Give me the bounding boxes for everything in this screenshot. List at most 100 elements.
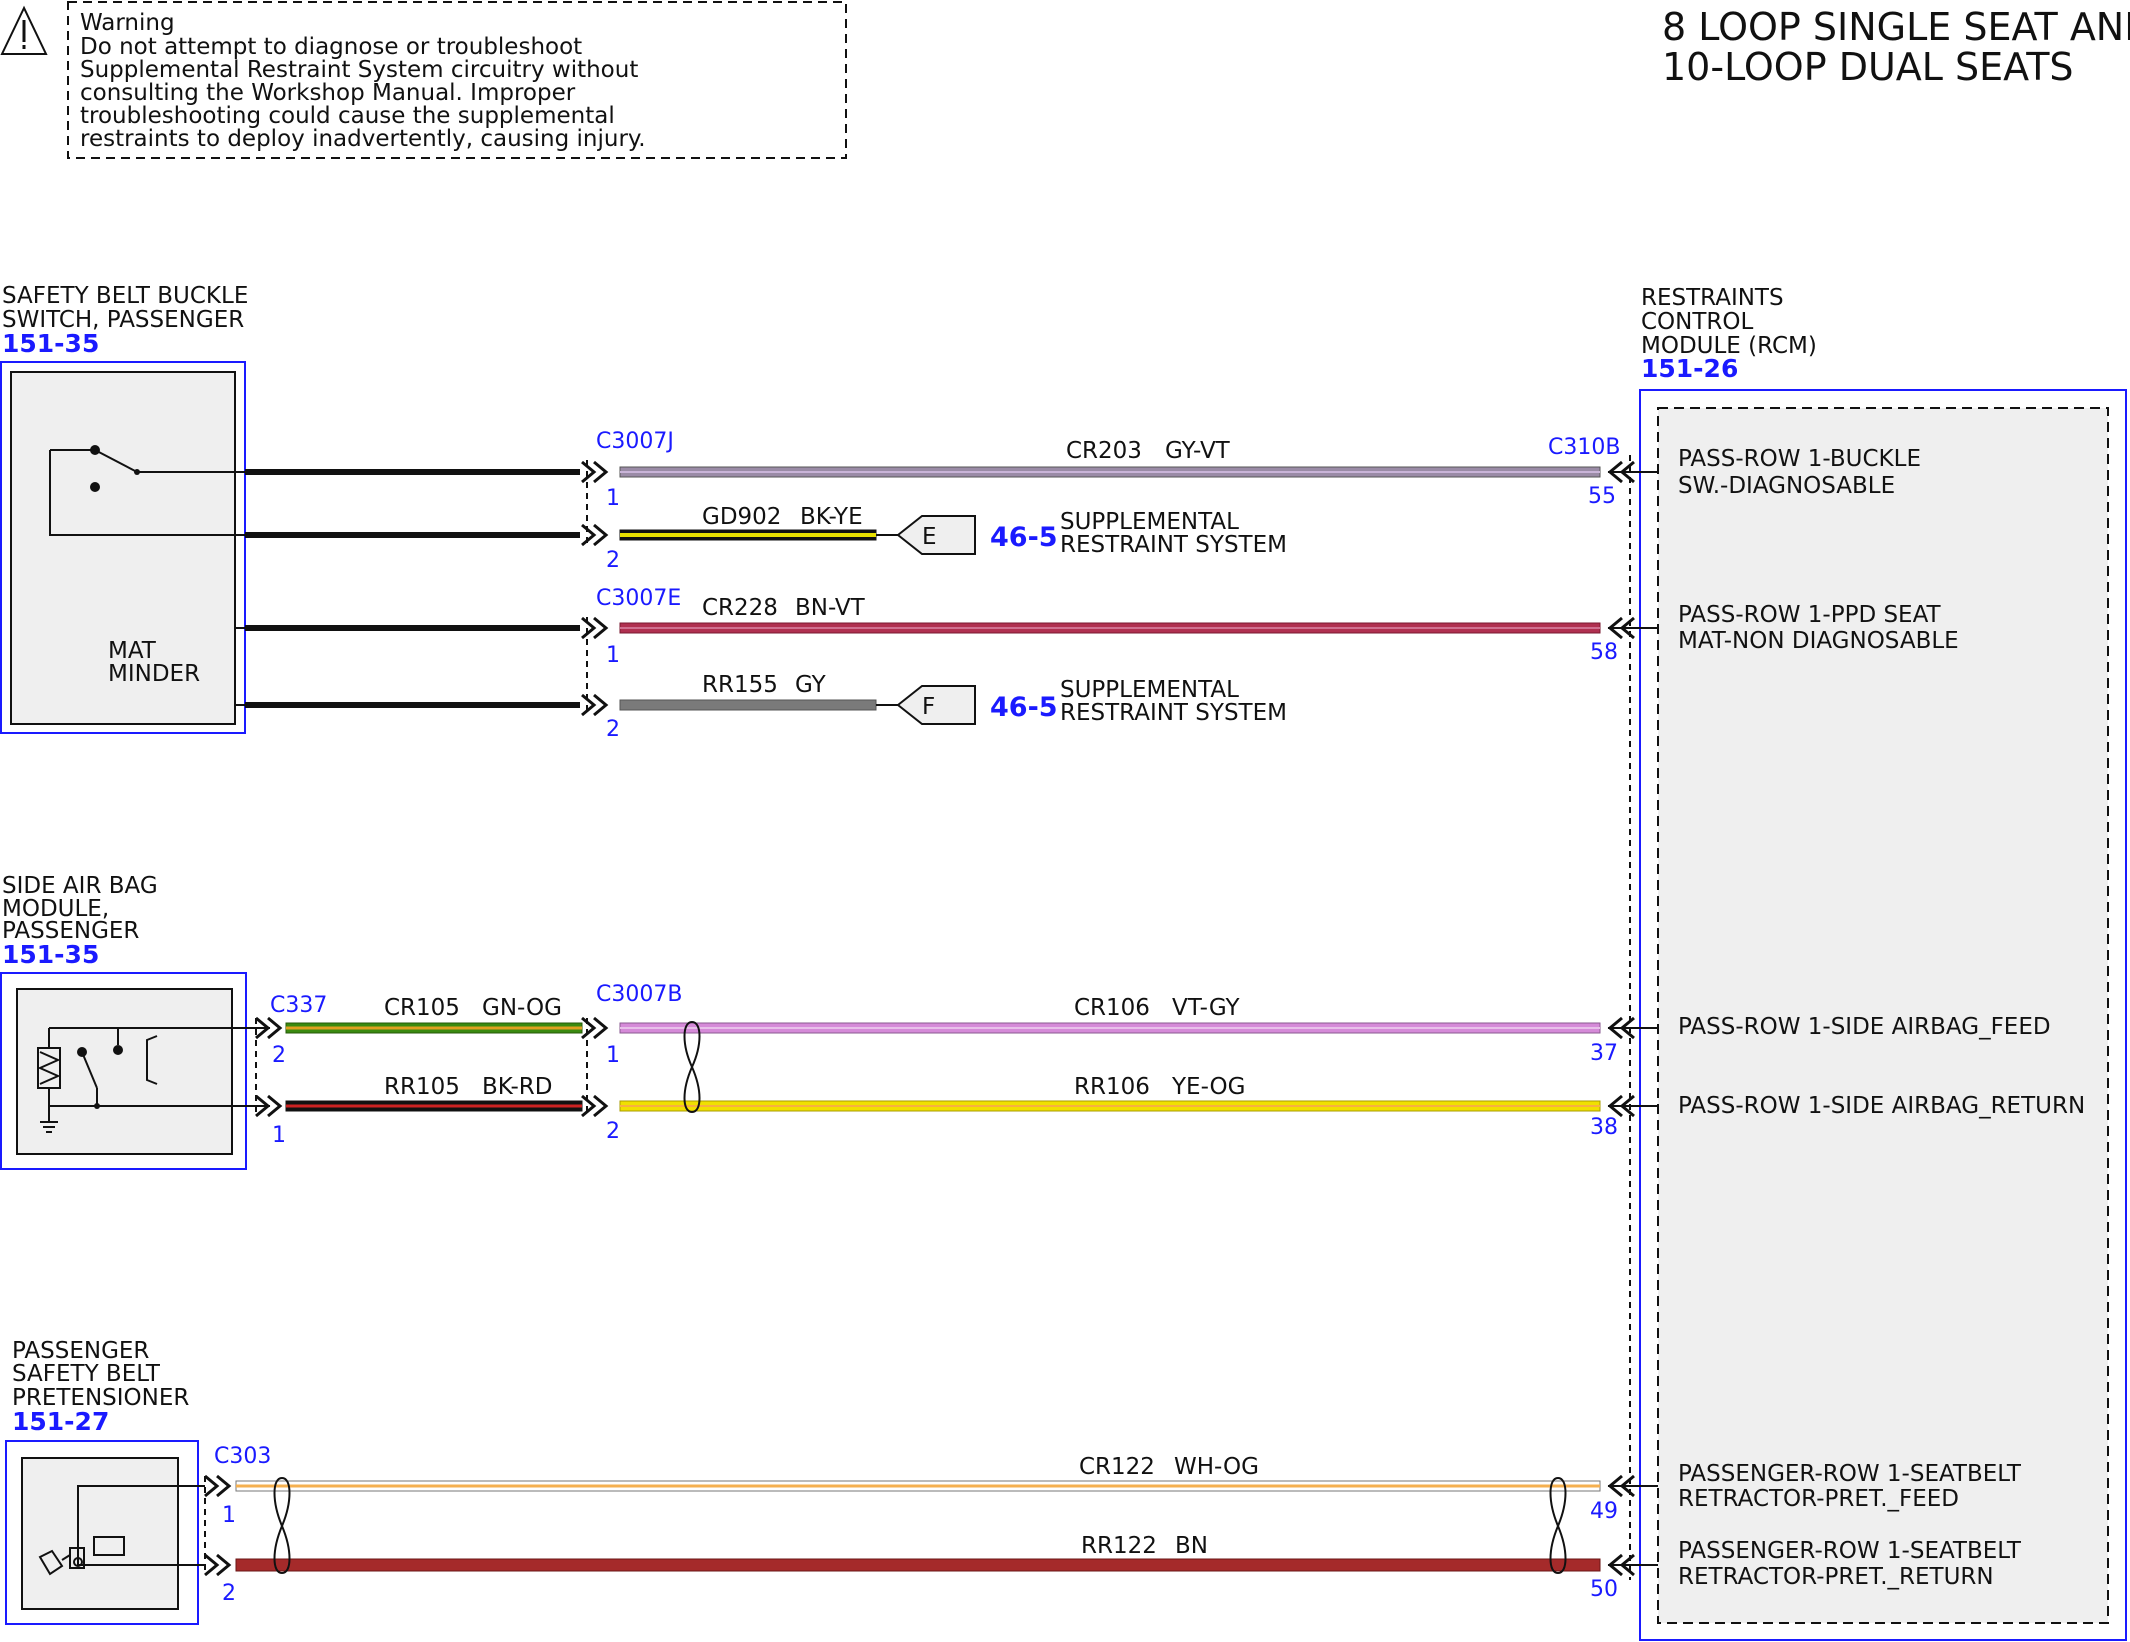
warning-line: troubleshooting could cause the suppleme… bbox=[80, 103, 615, 129]
pin-number: 1 bbox=[222, 1503, 236, 1528]
pin-number: 2 bbox=[606, 717, 620, 742]
rcm-pin-38 bbox=[1607, 1094, 1658, 1118]
circuit-label: RR105 bbox=[384, 1074, 460, 1100]
offpage-ref-link[interactable]: 46-5 bbox=[990, 692, 1058, 723]
pin-number: 2 bbox=[606, 1119, 620, 1144]
inner-label: MINDER bbox=[108, 661, 200, 687]
component-name: SAFETY BELT BUCKLE bbox=[2, 283, 248, 309]
circuit-label: RR122 bbox=[1081, 1533, 1157, 1559]
warning-line: consulting the Workshop Manual. Improper bbox=[80, 80, 576, 106]
pin-number: 50 bbox=[1590, 1577, 1618, 1602]
rcm-pin-function: MAT-NON DIAGNOSABLE bbox=[1678, 628, 1959, 654]
offpage-label: RESTRAINT SYSTEM bbox=[1060, 532, 1287, 558]
component-name: PRETENSIONER bbox=[12, 1385, 189, 1411]
wire-cr203[interactable]: CR203 GY-VT bbox=[619, 438, 1601, 478]
twisted-pair-icon bbox=[273, 1477, 291, 1574]
component-name: PASSENGER bbox=[2, 918, 139, 944]
wire-rr155[interactable]: RR155 GY bbox=[619, 672, 898, 711]
connector-c310b-label: C310B bbox=[1548, 435, 1620, 460]
circuit-label: RR155 bbox=[702, 672, 778, 698]
wire-cr122[interactable]: CR122 WH-OG bbox=[235, 1454, 1601, 1492]
warning-line: Do not attempt to diagnose or troublesho… bbox=[80, 34, 582, 60]
buckle-switch-wires bbox=[50, 469, 580, 708]
twisted-pair-icon bbox=[1549, 1477, 1567, 1574]
twisted-pair-icon bbox=[683, 1021, 701, 1113]
rcm-pin-function: SW.-DIAGNOSABLE bbox=[1678, 473, 1895, 499]
warning-box: Warning Do not attempt to diagnose or tr… bbox=[0, 1, 847, 159]
component-ref-link[interactable]: 151-35 bbox=[2, 940, 99, 969]
warning-line: Supplemental Restraint System circuitry … bbox=[80, 57, 638, 83]
pin-number: 2 bbox=[272, 1043, 286, 1068]
rcm-pin-37 bbox=[1607, 1016, 1658, 1040]
rcm-pin-function: PASS-ROW 1-BUCKLE bbox=[1678, 446, 1921, 472]
rcm-pin-58 bbox=[1607, 616, 1658, 640]
airbag-squib-icon bbox=[37, 1027, 270, 1133]
component-name: PASSENGER bbox=[12, 1338, 149, 1364]
rcm-pin-55 bbox=[1607, 460, 1658, 484]
connector-c303[interactable]: C303 1 2 bbox=[204, 1444, 271, 1606]
pretensioner-squib-icon bbox=[38, 1485, 205, 1576]
offpage-label: SUPPLEMENTAL bbox=[1060, 509, 1239, 535]
rcm-pin-function: PASSENGER-ROW 1-SEATBELT bbox=[1678, 1538, 2022, 1564]
component-name: MODULE, bbox=[2, 896, 109, 922]
rcm-pin-function: PASSENGER-ROW 1-SEATBELT bbox=[1678, 1461, 2022, 1487]
wire-rr122[interactable]: RR122 BN bbox=[235, 1533, 1601, 1572]
rcm-pin-50 bbox=[1607, 1553, 1658, 1577]
component-ref-link[interactable]: 151-27 bbox=[12, 1407, 109, 1436]
pin-number: 1 bbox=[606, 486, 620, 511]
wire-gd902[interactable]: GD902 BK-YE bbox=[619, 504, 898, 541]
buckle-switch-component[interactable]: SAFETY BELT BUCKLE SWITCH, PASSENGER 151… bbox=[0, 283, 248, 734]
wire-color-label: WH-OG bbox=[1174, 1454, 1259, 1480]
offpage-letter: E bbox=[922, 524, 937, 550]
wire-color-label: YE-OG bbox=[1171, 1074, 1245, 1100]
diagram-title-line: 10-LOOP DUAL SEATS bbox=[1662, 45, 2074, 89]
component-name: MODULE (RCM) bbox=[1641, 333, 1817, 359]
connector-c3007e[interactable]: C3007E 1 2 bbox=[581, 586, 681, 742]
wire-color-label: BK-RD bbox=[482, 1074, 552, 1100]
circuit-label: CR105 bbox=[384, 995, 460, 1021]
connector-label: C337 bbox=[270, 993, 327, 1018]
warning-line: restraints to deploy inadvertently, caus… bbox=[80, 126, 646, 152]
connector-label: C3007J bbox=[596, 429, 674, 454]
wire-rr105[interactable]: RR105 BK-RD bbox=[285, 1074, 583, 1112]
rcm-pin-function: RETRACTOR-PRET._FEED bbox=[1678, 1486, 1959, 1512]
connector-label: C303 bbox=[214, 1444, 271, 1469]
component-name: SIDE AIR BAG bbox=[2, 873, 158, 899]
connector-c3007b[interactable]: C3007B 1 2 bbox=[581, 982, 682, 1144]
connector-c337[interactable]: C337 2 1 bbox=[255, 993, 327, 1148]
rcm-pin-49 bbox=[1607, 1474, 1658, 1498]
offpage-letter: F bbox=[922, 694, 935, 720]
warning-triangle-icon bbox=[0, 5, 48, 55]
wire-rr106[interactable]: RR106 YE-OG bbox=[619, 1074, 1601, 1112]
wire-color-label: GN-OG bbox=[482, 995, 562, 1021]
connector-label: C3007B bbox=[596, 982, 682, 1007]
component-name: SAFETY BELT bbox=[12, 1361, 161, 1387]
pin-number: 37 bbox=[1590, 1041, 1618, 1066]
component-ref-link[interactable]: 151-26 bbox=[1641, 354, 1738, 383]
rcm-pin-function: PASS-ROW 1-SIDE AIRBAG_RETURN bbox=[1678, 1093, 2085, 1119]
connector-c3007j[interactable]: C3007J 1 2 bbox=[581, 429, 674, 573]
pin-number: 55 bbox=[1588, 484, 1616, 509]
offpage-label: SUPPLEMENTAL bbox=[1060, 677, 1239, 703]
pin-number: 38 bbox=[1590, 1115, 1618, 1140]
side-airbag-component[interactable]: SIDE AIR BAG MODULE, PASSENGER 151-35 bbox=[0, 873, 270, 1170]
pin-number: 49 bbox=[1590, 1499, 1618, 1524]
circuit-label: CR203 bbox=[1066, 438, 1142, 464]
wire-cr228[interactable]: CR228 BN-VT bbox=[619, 595, 1601, 634]
rcm-pin-terminals bbox=[1607, 460, 1658, 1577]
component-ref-link[interactable]: 151-35 bbox=[2, 329, 99, 358]
wire-cr105[interactable]: CR105 GN-OG bbox=[285, 995, 583, 1034]
circuit-label: GD902 bbox=[702, 504, 781, 530]
wire-color-label: VT-GY bbox=[1172, 995, 1240, 1021]
circuit-label: CR228 bbox=[702, 595, 778, 621]
offpage-connector-f[interactable]: F 46-5 SUPPLEMENTAL RESTRAINT SYSTEM bbox=[896, 677, 1287, 726]
pretensioner-component[interactable]: PASSENGER SAFETY BELT PRETENSIONER 151-2… bbox=[5, 1338, 205, 1625]
offpage-ref-link[interactable]: 46-5 bbox=[990, 522, 1058, 553]
wire-cr106[interactable]: CR106 VT-GY bbox=[619, 995, 1601, 1034]
offpage-label: RESTRAINT SYSTEM bbox=[1060, 700, 1287, 726]
offpage-connector-e[interactable]: E 46-5 SUPPLEMENTAL RESTRAINT SYSTEM bbox=[896, 509, 1287, 558]
component-name: RESTRAINTS bbox=[1641, 285, 1784, 311]
rcm-component[interactable]: RESTRAINTS CONTROL MODULE (RCM) 151-26 bbox=[1629, 285, 2127, 1641]
rcm-pin-function: PASS-ROW 1-SIDE AIRBAG_FEED bbox=[1678, 1014, 2051, 1040]
